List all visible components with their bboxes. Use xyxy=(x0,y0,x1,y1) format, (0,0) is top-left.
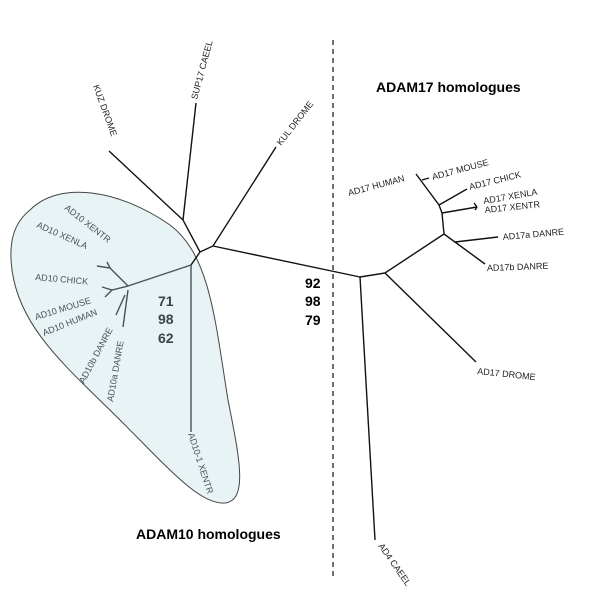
leaf-ad17-chick: AD17 CHICK xyxy=(468,169,522,192)
leaf-kuz-drome: KUZ DROME xyxy=(91,83,119,137)
leaf-ad4-caeel: AD4 CAEEL xyxy=(376,541,413,587)
bootstrap-value: 71 xyxy=(158,293,174,309)
branches-outgroup xyxy=(108,102,361,278)
leaf-ad17-drome: AD17 DROME xyxy=(477,366,536,382)
adam17-title: ADAM17 homologues xyxy=(376,79,521,95)
bootstrap-value: 98 xyxy=(158,311,174,327)
bootstrap-value: 92 xyxy=(305,275,321,291)
leaf-kul-drome: KUL DROME xyxy=(275,99,316,147)
adam10-title: ADAM10 homologues xyxy=(136,526,281,542)
leaf-ad10-chick: AD10 CHICK xyxy=(35,272,89,287)
bootstrap-value: 62 xyxy=(158,330,174,346)
leaf-ad17a-danre: AD17a DANRE xyxy=(502,227,564,242)
leaf-ad17b-danre: AD17b DANRE xyxy=(487,261,549,273)
bootstrap-adam10: 71 98 62 xyxy=(158,293,174,346)
bootstrap-value: 98 xyxy=(305,293,321,309)
branches-adam17 xyxy=(359,173,499,541)
branches-adam10 xyxy=(96,261,192,432)
leaf-sup17-caeel: SUP17 CAEEL xyxy=(189,39,214,100)
bootstrap-adam17: 92 98 79 xyxy=(305,275,321,328)
leaf-ad17-human: AD17 HUMAN xyxy=(347,173,406,198)
bootstrap-value: 79 xyxy=(305,312,321,328)
adam10-clade-highlight xyxy=(10,191,241,504)
